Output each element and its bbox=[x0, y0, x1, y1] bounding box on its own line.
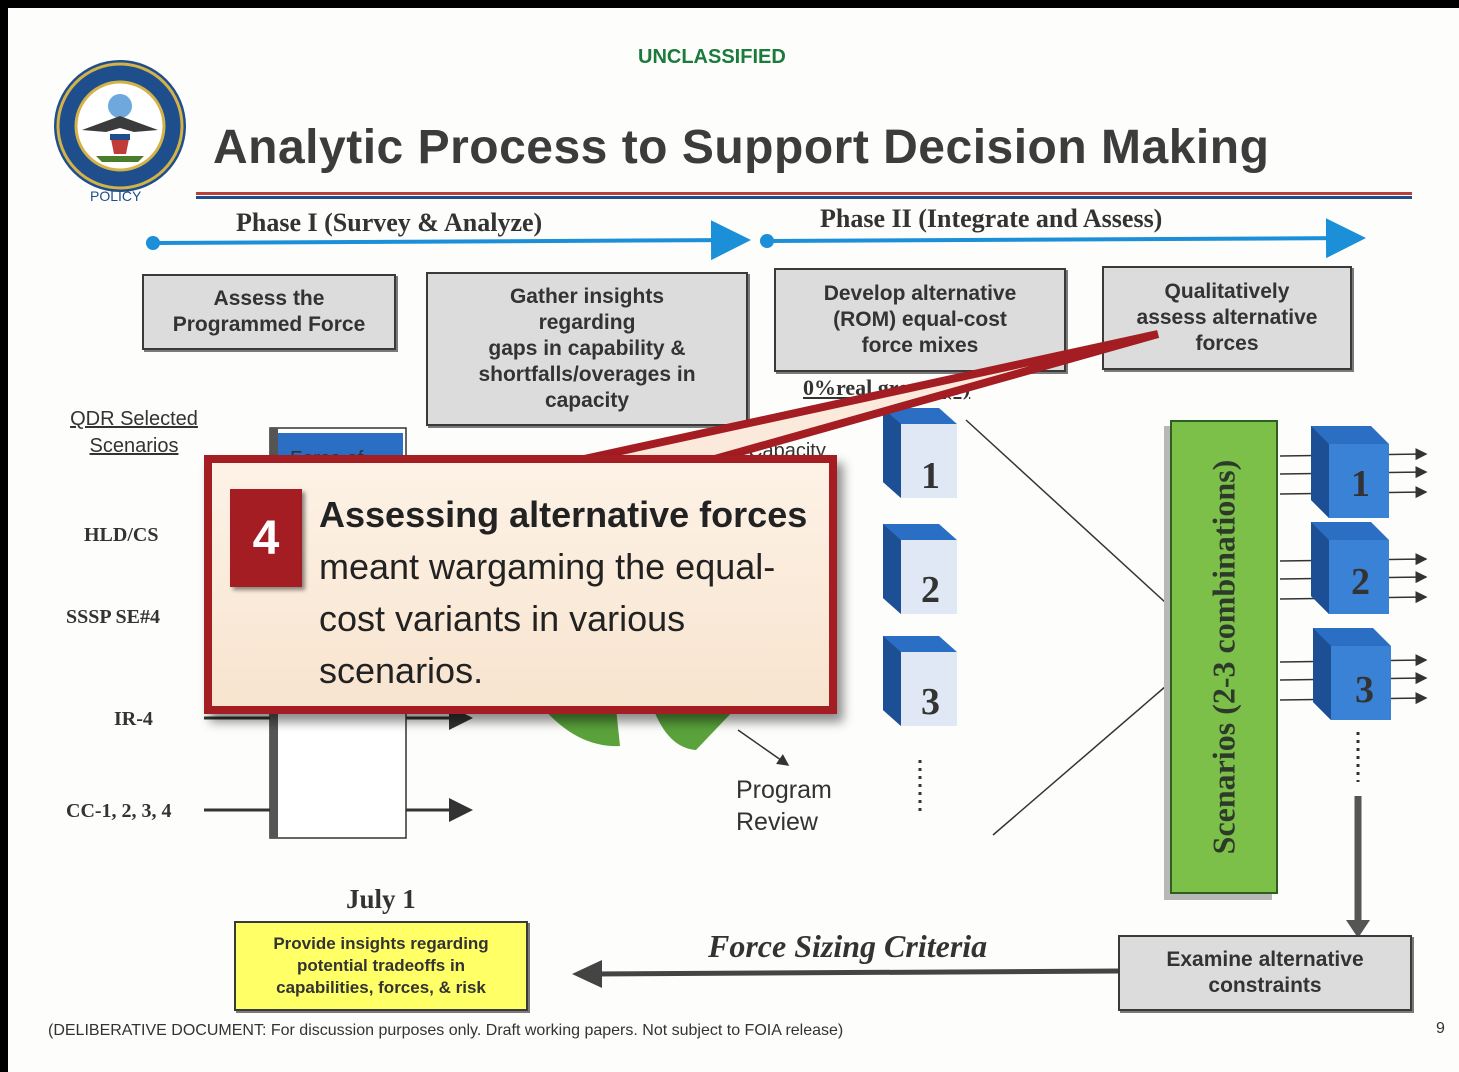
callout-body-text: meant wargaming the equal-cost variants … bbox=[319, 546, 776, 691]
assess-programmed-force-box: Assess the Programmed Force bbox=[142, 274, 396, 350]
variant-cube-2: 2 bbox=[883, 524, 957, 614]
callout-box: 4 Assessing alternative forces meant war… bbox=[204, 455, 837, 714]
phase1-label: Phase I (Survey & Analyze) bbox=[236, 208, 543, 237]
variant-cube-3: 3 bbox=[883, 636, 957, 726]
variant-number-3: 3 bbox=[921, 681, 940, 723]
output-cube-2: 2 bbox=[1311, 522, 1389, 614]
program-review-label: Program Review bbox=[736, 776, 832, 836]
variant-cube-1: 1 bbox=[883, 408, 957, 498]
output-cube-1: 1 bbox=[1311, 426, 1389, 518]
seal-label: POLICY bbox=[90, 188, 142, 204]
page-number: 9 bbox=[1436, 1020, 1445, 1037]
scenario-label-2: SSSP SE#4 bbox=[66, 606, 160, 628]
qdr-heading: QDR Selected Scenarios bbox=[70, 408, 198, 457]
output-number-2: 2 bbox=[1351, 561, 1370, 603]
output-number-1: 1 bbox=[1351, 463, 1370, 505]
output-cube-3: 3 bbox=[1313, 628, 1391, 720]
classification-label: UNCLASSIFIED bbox=[638, 46, 786, 68]
variant-number-1: 1 bbox=[921, 455, 940, 497]
force-sizing-label: Force Sizing Criteria bbox=[708, 928, 988, 964]
dod-seal-icon bbox=[52, 58, 188, 194]
provide-insights-box: Provide insights regarding potential tra… bbox=[234, 921, 528, 1011]
examine-constraints-box: Examine alternative constraints bbox=[1118, 935, 1412, 1011]
july-label: July 1 bbox=[346, 884, 416, 914]
qualitatively-assess-box: Qualitatively assess alternative forces bbox=[1102, 266, 1352, 370]
callout-number: 4 bbox=[230, 489, 302, 587]
gather-insights-box: Gather insights regarding gaps in capabi… bbox=[426, 272, 748, 426]
output-number-3: 3 bbox=[1355, 669, 1374, 711]
slide: UNCLASSIFIED POLICY Analytic Process to … bbox=[8, 8, 1459, 1072]
footer-note: (DELIBERATIVE DOCUMENT: For discussion p… bbox=[48, 1022, 844, 1039]
title-rule-red bbox=[196, 192, 1412, 195]
callout-text: Assessing alternative forces meant warga… bbox=[319, 489, 819, 697]
title-rule-blue bbox=[196, 196, 1412, 199]
scenarios-bar: Scenarios (2-3 combinations) bbox=[1170, 420, 1278, 894]
scenario-label-1: HLD/CS bbox=[84, 524, 159, 546]
variant-number-2: 2 bbox=[921, 569, 940, 611]
scenario-label-3: IR-4 bbox=[114, 708, 153, 730]
develop-alternative-box: Develop alternative (ROM) equal-cost for… bbox=[774, 268, 1066, 372]
page-title: Analytic Process to Support Decision Mak… bbox=[213, 121, 1270, 174]
phase2-label: Phase II (Integrate and Assess) bbox=[820, 204, 1163, 233]
callout-bold-text: Assessing alternative forces bbox=[319, 494, 808, 535]
scenario-label-4: CC-1, 2, 3, 4 bbox=[66, 800, 172, 822]
